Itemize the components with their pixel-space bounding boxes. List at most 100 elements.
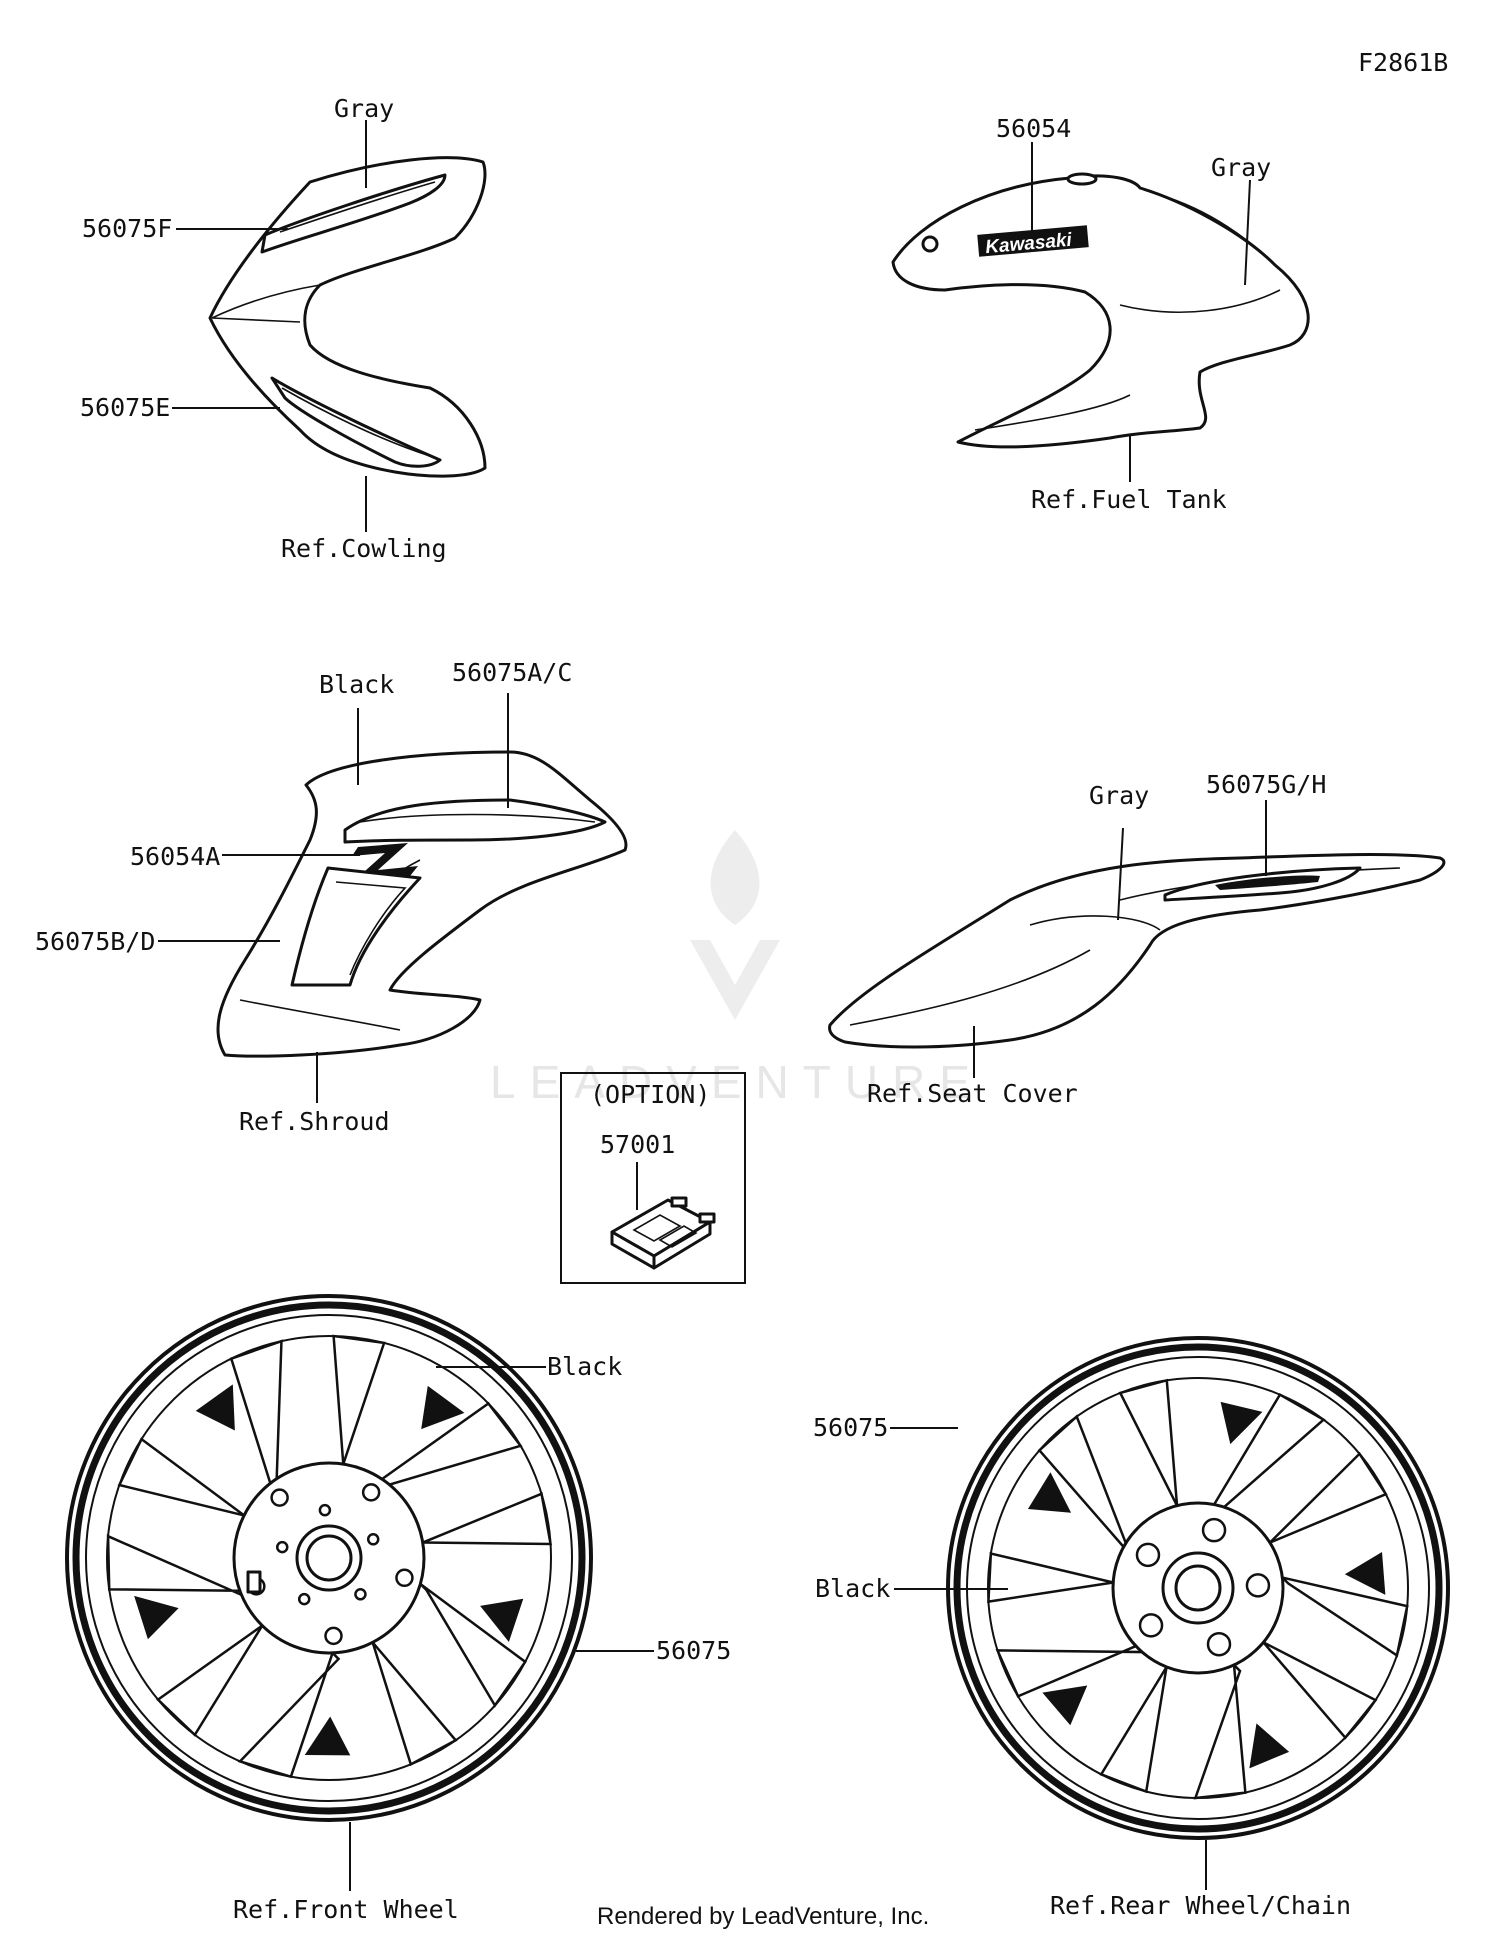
label-seat-gray: Gray — [1089, 781, 1149, 810]
label-option-title: (OPTION) — [590, 1080, 710, 1109]
fuel-tank-bolt-icon — [921, 235, 939, 253]
cowling-inner-line-2 — [211, 317, 301, 323]
rear-wheel-group: 56075 Black Ref.Rear Wheel/Chain — [813, 1336, 1450, 1920]
option-box: (OPTION) 57001 — [560, 1072, 746, 1284]
hub-bolt-hole — [318, 1503, 332, 1517]
label-ref-shroud: Ref.Shroud — [239, 1107, 390, 1136]
label-ref-rear-wheel-chain: Ref.Rear Wheel/Chain — [1050, 1891, 1351, 1920]
hub-bolt-hole — [297, 1592, 311, 1606]
figure-code: F2861B — [1358, 48, 1448, 77]
wheel-spoke — [1193, 1661, 1247, 1800]
hub-bolt-hole — [270, 1488, 289, 1507]
fuel-tank-contour-2 — [1159, 194, 1276, 266]
hub-bolt-hole — [395, 1568, 414, 1588]
wheel-spoke — [106, 1534, 247, 1598]
leader-seat-gray — [1117, 827, 1124, 921]
shroud-z-decal — [352, 843, 418, 880]
label-shroud-black: Black — [319, 670, 394, 699]
wheel-spoke — [1118, 1378, 1179, 1507]
front-wheel-spokes — [106, 1334, 553, 1779]
cowling-decal-upper — [260, 173, 447, 254]
shroud-part — [216, 750, 628, 1058]
fuel-cap-icon — [1066, 172, 1098, 186]
fuel-tank-contour-3 — [974, 394, 1131, 431]
hub-bolt-hole — [1135, 1542, 1161, 1568]
hub-bolt-hole — [1206, 1631, 1232, 1657]
cowling-decal-lower-stripe — [281, 387, 431, 457]
watermark: LEADVENTURE — [490, 830, 984, 1108]
label-option-57001: 57001 — [600, 1130, 675, 1159]
cowling-inner-line — [211, 284, 321, 319]
hub-bolt-hole — [1245, 1573, 1271, 1598]
rear-wheel-hub-holes — [1135, 1517, 1271, 1657]
hub-bolt-hole — [1201, 1517, 1227, 1543]
wheel-spoke-cutout — [1027, 1472, 1072, 1513]
label-tank-gray: Gray — [1211, 153, 1271, 182]
wheel-spoke-cutout — [1344, 1551, 1386, 1595]
label-shroud-56075bd: 56075B/D — [35, 927, 155, 956]
label-ref-front-wheel: Ref.Front Wheel — [233, 1895, 459, 1924]
wheel-spoke — [229, 1339, 283, 1493]
front-wheel-rim-inner — [85, 1314, 573, 1802]
seat-cover-part — [828, 853, 1446, 1049]
watermark-flame-icon — [710, 830, 760, 925]
label-front-black: Black — [547, 1352, 622, 1381]
kawasaki-logo-decal — [977, 225, 1089, 257]
leader-tank-gray — [1244, 179, 1251, 286]
shroud-decal-upper-stripe — [359, 813, 596, 823]
label-shroud-56075ac: 56075A/C — [452, 658, 572, 687]
wheel-spoke — [237, 1650, 341, 1779]
front-wheel-rim-stripe — [72, 1301, 586, 1815]
seat-cover-group: Gray 56075G/H Ref.Seat Cover — [828, 770, 1446, 1108]
label-shroud-56054a: 56054A — [130, 842, 220, 871]
wheel-spoke-cutout — [134, 1595, 179, 1640]
fuel-tank-contour — [1119, 289, 1281, 313]
watermark-v-icon — [690, 940, 780, 1020]
hub-bolt-hole — [1138, 1613, 1164, 1638]
wheel-spoke-cutout — [195, 1384, 235, 1431]
option-clip-part — [610, 1196, 716, 1270]
rear-wheel-spokes — [987, 1378, 1409, 1800]
hub-bolt-hole — [354, 1588, 367, 1601]
shroud-group: Black 56075A/C 56054A 56075B/D Ref.Shrou… — [35, 658, 628, 1136]
fuel-tank-group: Kawasaki 56054 Gray Ref.Fuel Tank — [891, 114, 1310, 514]
rear-wheel-axle — [1174, 1564, 1222, 1612]
shroud-decal-lower — [290, 866, 422, 987]
wheel-spoke-cutout — [1249, 1723, 1290, 1769]
label-ref-cowling: Ref.Cowling — [281, 534, 447, 563]
wheel-spoke — [332, 1334, 386, 1465]
label-cowling-gray: Gray — [334, 94, 394, 123]
front-wheel-axle — [305, 1534, 353, 1582]
hub-bolt-hole — [275, 1540, 289, 1554]
front-wheel-valve-icon — [246, 1570, 262, 1594]
seat-cover-contour — [1029, 915, 1161, 931]
front-wheel-group: Black 56075 Ref.Front Wheel — [65, 1294, 731, 1924]
wheel-spoke-cutout — [1220, 1401, 1263, 1445]
wheel-spoke — [371, 1641, 458, 1767]
seat-cover-contour-2 — [849, 949, 1091, 1026]
wheel-spoke — [419, 1582, 527, 1708]
wheel-spoke — [1278, 1575, 1409, 1658]
shroud-decal-lower-stripe — [335, 881, 407, 976]
wheel-spoke-cutout — [1042, 1685, 1088, 1726]
hub-bolt-hole — [361, 1483, 381, 1502]
wheel-spoke — [987, 1551, 1114, 1604]
wheel-spoke — [1099, 1666, 1168, 1794]
wheel-spoke — [1268, 1451, 1388, 1544]
label-ref-fuel-tank: Ref.Fuel Tank — [1031, 485, 1227, 514]
cowling-decal-upper-stripe — [279, 181, 436, 233]
wheel-spoke — [156, 1624, 264, 1737]
label-rear-black: Black — [815, 1574, 890, 1603]
watermark-text: LEADVENTURE — [490, 1056, 984, 1108]
shroud-decal-upper — [343, 798, 607, 844]
label-front-56075: 56075 — [656, 1636, 731, 1665]
front-wheel-rim-outer — [65, 1294, 593, 1822]
option-box-frame — [560, 1072, 746, 1284]
cowling-group: Gray 56075F 56075E Ref.Cowling — [80, 94, 487, 563]
hub-bolt-hole — [324, 1626, 343, 1646]
shroud-contour — [239, 999, 401, 1031]
seat-decal-band — [1215, 875, 1320, 890]
hub-bolt-hole — [366, 1533, 380, 1546]
wheel-spoke-cutout — [421, 1385, 465, 1430]
